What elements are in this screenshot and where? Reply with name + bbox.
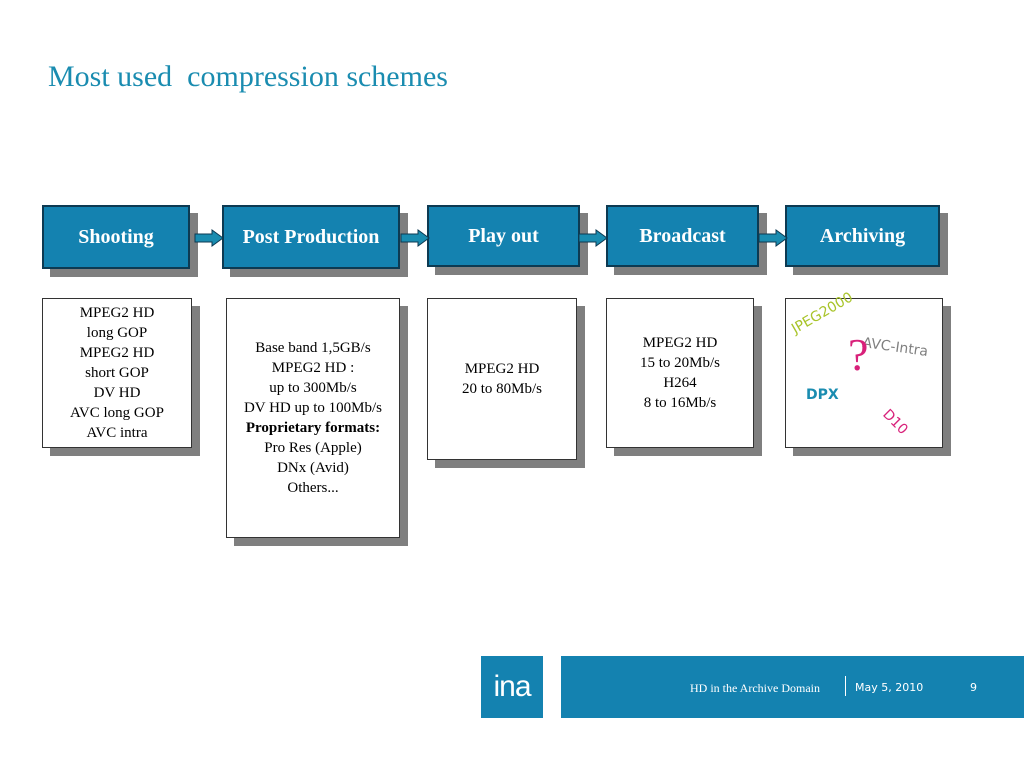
box-line: short GOP <box>85 365 149 381</box>
box-archiving: JPEG2000 AVC-Intra ? DPX D10 <box>785 289 951 456</box>
box-line: Others... <box>287 480 339 496</box>
keyword-avc-intra: AVC-Intra <box>861 334 930 360</box>
arrow-right-icon <box>758 229 788 247</box>
arrow-right-icon <box>194 229 224 247</box>
box-line: up to 300Mb/s <box>269 380 357 396</box>
box-line: MPEG2 HD : <box>271 360 355 376</box>
arrow-right-icon <box>578 229 608 247</box>
box-line: 20 to 80Mb/s <box>461 381 542 397</box>
box-line: Base band 1,5GB/s <box>255 340 371 356</box>
box-line: 15 to 20Mb/s <box>639 355 720 371</box>
box-line: Pro Res (Apple) <box>264 440 362 456</box>
page-number: 9 <box>970 681 977 694</box>
box-line: DV HD up to 100Mb/s <box>243 400 383 416</box>
box-post-production: Base band 1,5GB/s MPEG2 HD : up to 300Mb… <box>226 298 408 546</box>
footer-date: May 5, 2010 <box>855 681 924 694</box>
box-line: MPEG2 HD <box>642 335 718 351</box>
stage-play-out-label: Play out <box>427 205 580 267</box>
box-line: MPEG2 HD <box>464 361 540 377</box>
stage-broadcast: Broadcast <box>606 205 767 275</box>
stage-play-out: Play out <box>427 205 588 275</box>
ina-logo: ina <box>481 656 543 718</box>
footer-bar <box>561 656 1024 718</box>
footer-separator <box>845 676 846 696</box>
box-line: DV HD <box>93 385 141 401</box>
keyword-d10: D10 <box>879 406 911 438</box>
box-line: MPEG2 HD <box>79 345 155 361</box>
stage-shooting: Shooting <box>42 205 198 277</box>
box-line: H264 <box>663 375 697 391</box>
stage-archiving-label: Archiving <box>785 205 940 267</box>
footer-presentation: HD in the Archive Domain <box>690 681 820 695</box>
box-broadcast: MPEG2 HD 15 to 20Mb/s H264 8 to 16Mb/s <box>606 298 762 456</box>
keyword-jpeg2000: JPEG2000 <box>789 289 856 338</box>
box-line: long GOP <box>86 325 148 341</box>
box-line: AVC intra <box>86 425 148 441</box>
box-line-bold: Proprietary formats: <box>245 420 381 436</box>
stage-broadcast-label: Broadcast <box>606 205 759 267</box>
stage-post-production-label: Post Production <box>222 205 400 269</box>
stage-post-production: Post Production <box>222 205 408 277</box>
keyword-dpx: DPX <box>806 387 839 403</box>
box-line: 8 to 16Mb/s <box>643 395 717 411</box>
slide-title: Most used compression schemes <box>48 60 448 93</box>
box-line: AVC long GOP <box>70 405 164 421</box>
box-line: DNx (Avid) <box>277 460 349 476</box>
question-mark: ? <box>848 329 869 380</box>
stage-archiving: Archiving <box>785 205 948 275</box>
box-shooting: MPEG2 HD long GOP MPEG2 HD short GOP DV … <box>42 298 200 456</box>
box-line: MPEG2 HD <box>79 305 155 321</box>
stage-shooting-label: Shooting <box>42 205 190 269</box>
box-play-out: MPEG2 HD 20 to 80Mb/s <box>427 298 585 468</box>
arrow-right-icon <box>400 229 430 247</box>
